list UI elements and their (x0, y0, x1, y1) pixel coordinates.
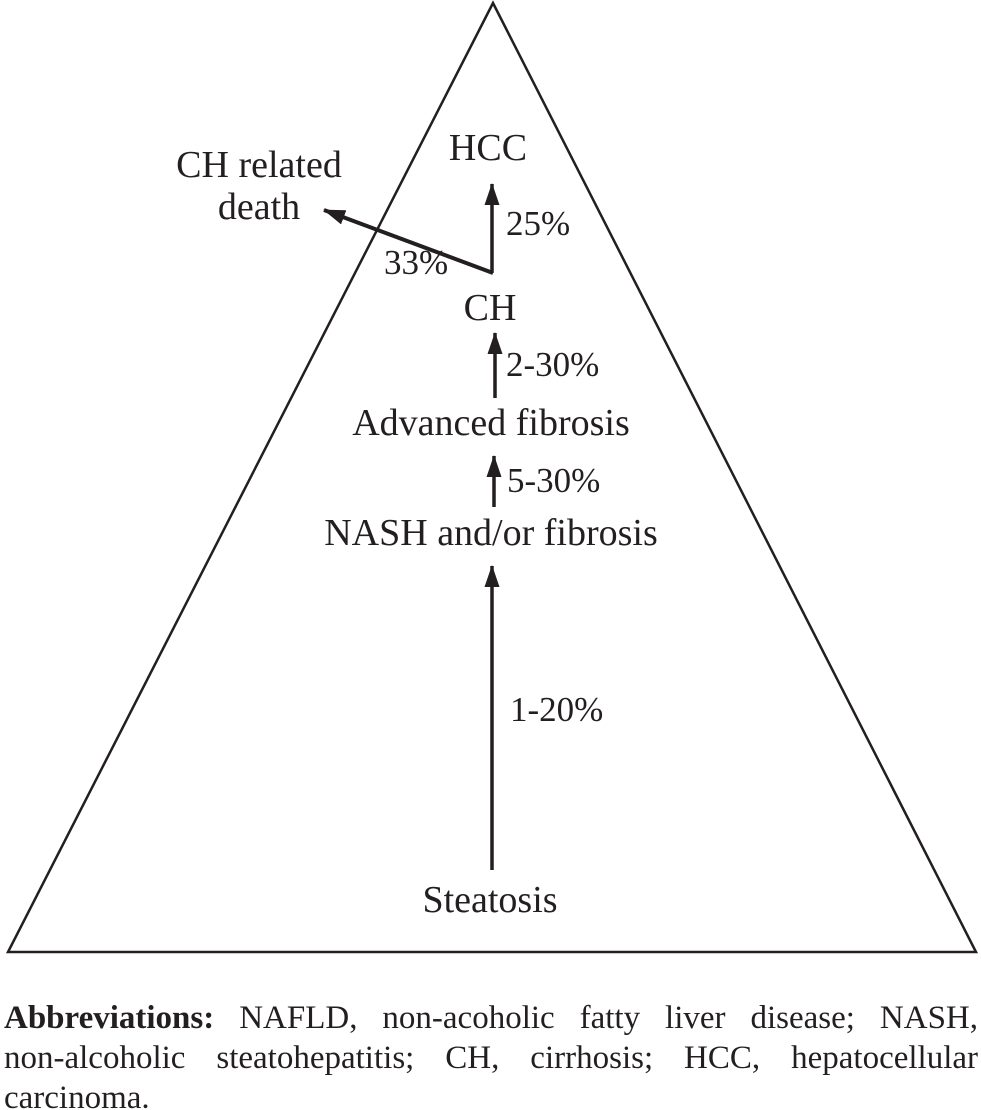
transition-pct-ch-to-hcc: 25% (506, 204, 571, 243)
stage-label-ch-related-death: CH related death (176, 144, 342, 228)
stage-label-hcc: HCC (448, 127, 528, 169)
footnote-line-1-text: NAFLD, non-acoholic fatty liver disease;… (239, 1000, 978, 1036)
transition-pct-advanced-to-ch: 2-30% (506, 345, 600, 384)
footnote-line-1: Abbreviations: NAFLD, non-acoholic fatty… (4, 998, 978, 1038)
transition-pct-ch-to-death: 33% (384, 243, 449, 282)
ch-related-death-line1: CH related (176, 144, 342, 186)
transition-pct-steatosis-to-nash: 1-20% (510, 690, 604, 729)
transition-pct-nash-to-advanced: 5-30% (507, 461, 601, 500)
footnote-line-3: carcinoma. (4, 1080, 150, 1110)
footnote-line-2: non-alcoholic steatohepatitis; CH, cirrh… (4, 1040, 978, 1076)
ch-related-death-line2: death (217, 186, 301, 228)
stage-label-ch: CH (463, 287, 517, 329)
triangle-outline (5, 0, 979, 954)
arrow-ch-to-death (323, 208, 494, 275)
stage-label-steatosis: Steatosis (422, 879, 558, 921)
abbreviations-footnote: Abbreviations: NAFLD, non-acoholic fatty… (4, 998, 978, 1110)
stage-label-nash: NASH and/or fibrosis (324, 512, 658, 554)
stage-label-advanced-fibrosis: Advanced fibrosis (352, 402, 630, 444)
footnote-label: Abbreviations: (4, 1000, 215, 1036)
